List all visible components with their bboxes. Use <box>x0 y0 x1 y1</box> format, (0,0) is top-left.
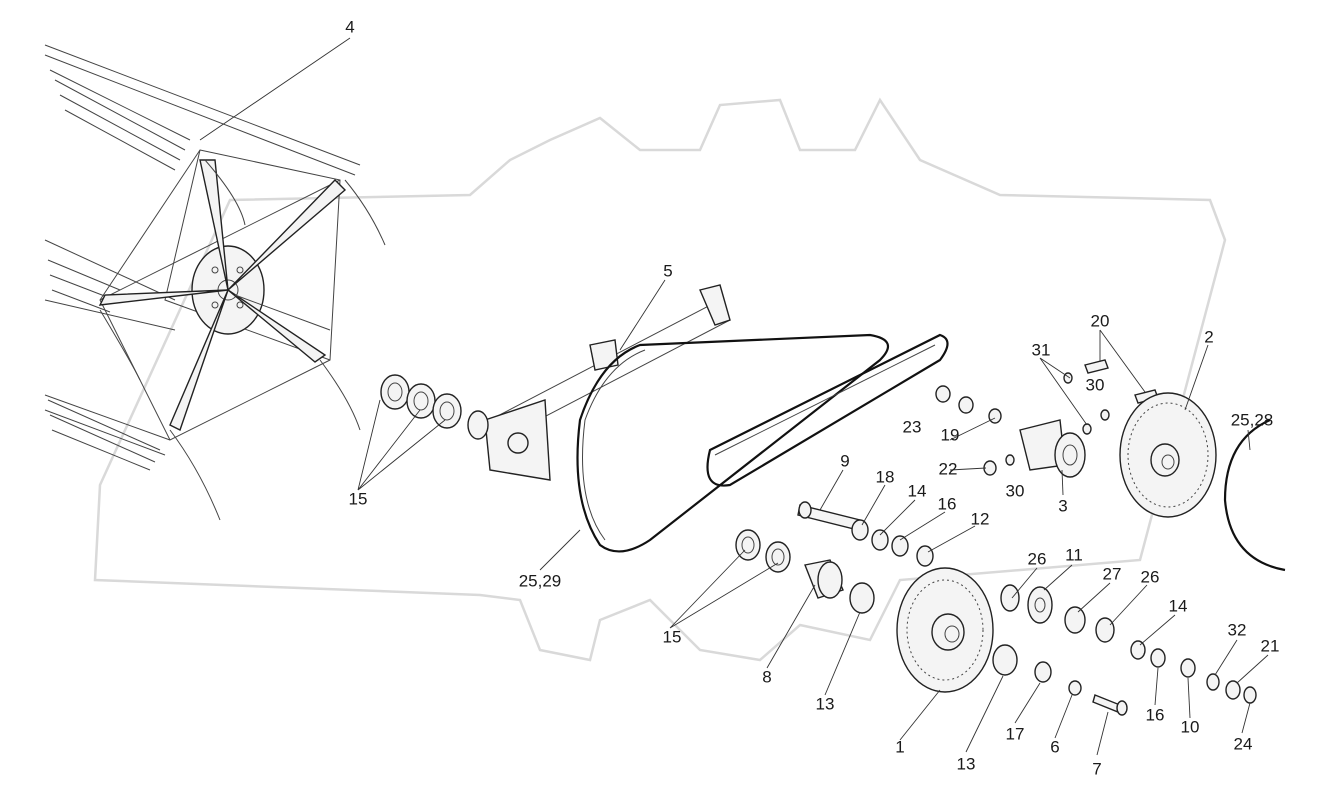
chain-25-28 <box>1223 418 1286 572</box>
sprocket-2 <box>1119 392 1217 518</box>
washers-15-upper <box>380 374 462 429</box>
label-20: 20 <box>1091 311 1110 330</box>
label-16-lower: 16 <box>1146 705 1165 724</box>
label-13-lower: 13 <box>957 754 976 773</box>
drive-chain-inner <box>706 333 949 487</box>
tensioner-3 <box>1019 419 1086 478</box>
shaft-9 <box>797 501 861 531</box>
label-7: 7 <box>1092 759 1101 778</box>
label-22: 22 <box>939 459 958 478</box>
label-26-left: 26 <box>1028 549 1047 568</box>
label-1: 1 <box>895 737 904 756</box>
reel-assembly <box>44 44 386 521</box>
reel-bat-top <box>49 69 191 171</box>
sprocket-11 <box>1027 586 1053 624</box>
label-25-28: 25,28 <box>1231 410 1274 429</box>
watermark-gear <box>93 97 1227 662</box>
label-17: 17 <box>1006 724 1025 743</box>
label-21: 21 <box>1261 636 1280 655</box>
label-5: 5 <box>663 261 672 280</box>
label-10: 10 <box>1181 717 1200 736</box>
washer-6 <box>1068 680 1082 696</box>
washers-14-16-10-32-21-24 <box>1130 640 1257 704</box>
ring-26-right <box>1095 617 1115 643</box>
label-6: 6 <box>1050 737 1059 756</box>
label-14-upper: 14 <box>908 481 927 500</box>
label-24: 24 <box>1234 734 1253 753</box>
sprocket-1 <box>896 567 994 693</box>
washer-13-upper <box>849 582 875 614</box>
washers-15-lower <box>735 529 791 573</box>
label-32: 32 <box>1228 620 1247 639</box>
label-30-upper: 30 <box>1086 375 1105 394</box>
label-31: 31 <box>1032 340 1051 359</box>
label-9: 9 <box>840 451 849 470</box>
label-8: 8 <box>762 667 771 686</box>
label-11: 11 <box>1065 545 1083 564</box>
label-2: 2 <box>1204 327 1213 346</box>
leader-lines <box>199 37 1269 756</box>
label-26-right: 26 <box>1141 567 1160 586</box>
label-27: 27 <box>1103 564 1122 583</box>
label-3: 3 <box>1058 496 1067 515</box>
label-15-lower: 15 <box>663 627 682 646</box>
washer-13-lower <box>992 644 1018 676</box>
spacer-8 <box>804 559 844 599</box>
reel-bat-bottom <box>47 399 161 471</box>
bolt-7 <box>1092 694 1128 716</box>
label-23: 23 <box>903 417 922 436</box>
label-12: 12 <box>971 509 990 528</box>
label-14-lower: 14 <box>1169 596 1188 615</box>
washer-17 <box>1034 661 1052 683</box>
bearing-27 <box>1064 606 1086 634</box>
label-15-upper: 15 <box>349 489 368 508</box>
label-18: 18 <box>876 467 895 486</box>
drive-chain-25-29 <box>576 333 890 553</box>
label-13-upper: 13 <box>816 694 835 713</box>
label-25-29: 25,29 <box>519 571 562 590</box>
nuts-23-19-22-30-31 <box>935 372 1110 476</box>
support-bracket-5 <box>467 284 731 481</box>
label-4: 4 <box>345 17 354 36</box>
label-30-lower: 30 <box>1006 481 1025 500</box>
ring-26-left <box>1000 584 1020 612</box>
callout-labels: 4 5 15 9 18 14 16 12 25,29 15 8 13 1 13 … <box>345 17 1279 778</box>
label-16-upper: 16 <box>938 494 957 513</box>
label-19: 19 <box>941 425 960 444</box>
